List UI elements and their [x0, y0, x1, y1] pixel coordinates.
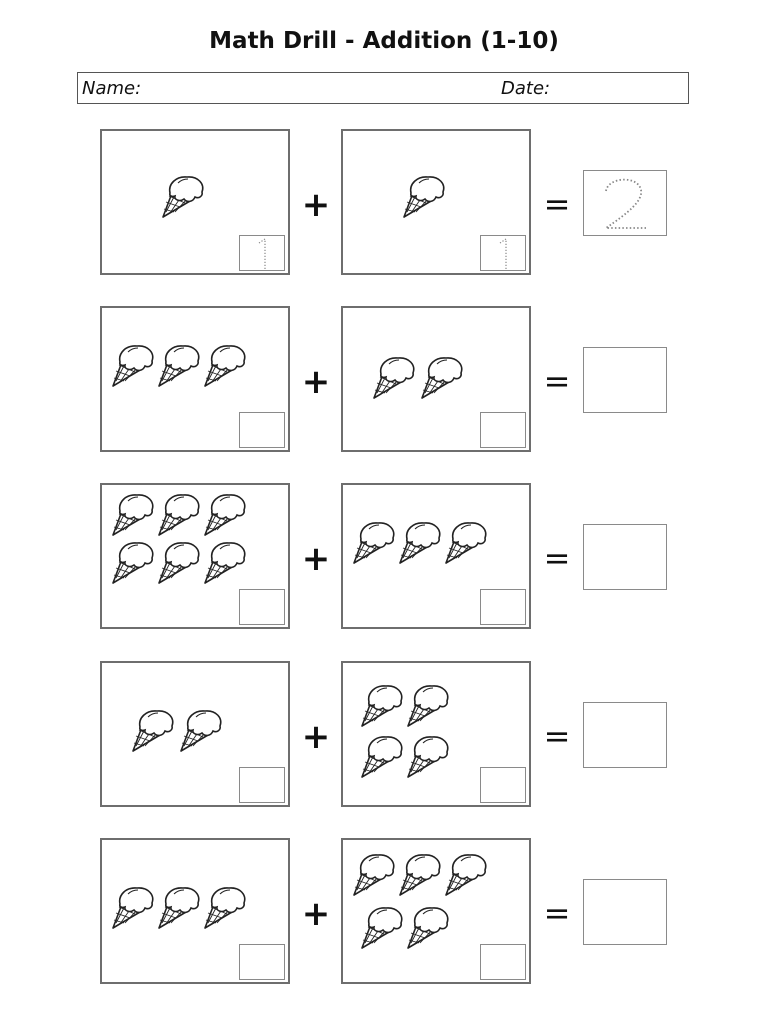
ice-cream-cone-icon	[202, 537, 254, 587]
ice-cream-cone-icon	[202, 882, 254, 932]
count-write-box[interactable]	[239, 412, 285, 448]
count-write-box[interactable]	[480, 944, 526, 980]
ice-cream-cone-icon	[110, 489, 162, 539]
answer-box[interactable]	[583, 702, 667, 768]
right-addend-panel	[341, 661, 531, 807]
answer-box[interactable]	[583, 347, 667, 413]
ice-cream-cone-icon	[351, 517, 403, 567]
plus-sign: +	[301, 185, 331, 225]
plus-sign: +	[301, 539, 331, 579]
ice-cream-cone-icon	[443, 849, 495, 899]
answer-box[interactable]	[583, 524, 667, 590]
ice-cream-cone-icon	[178, 705, 230, 755]
ice-cream-cone-icon	[419, 352, 471, 402]
ice-cream-cone-icon	[371, 352, 423, 402]
ice-cream-cone-icon	[397, 849, 449, 899]
ice-cream-cone-icon	[443, 517, 495, 567]
ice-cream-cone-icon	[351, 849, 403, 899]
ice-cream-cone-icon	[405, 731, 457, 781]
left-addend-panel	[100, 483, 290, 629]
left-addend-panel	[100, 306, 290, 452]
name-date-bar: Name: Date:	[77, 72, 689, 104]
date-label: Date:	[501, 78, 551, 99]
left-addend-panel	[100, 129, 290, 275]
count-write-box[interactable]	[480, 412, 526, 448]
ice-cream-cone-icon	[156, 340, 208, 390]
name-label: Name:	[82, 78, 142, 99]
ice-cream-cone-icon	[397, 517, 449, 567]
plus-sign: +	[301, 717, 331, 757]
ice-cream-cone-icon	[359, 680, 411, 730]
plus-sign: +	[301, 894, 331, 934]
answer-box[interactable]	[583, 879, 667, 945]
ice-cream-cone-icon	[110, 882, 162, 932]
ice-cream-cone-icon	[405, 902, 457, 952]
ice-cream-cone-icon	[401, 171, 453, 221]
equals-sign: =	[543, 717, 571, 755]
right-addend-panel	[341, 129, 531, 275]
tracing-digit-1	[258, 237, 266, 269]
ice-cream-cone-icon	[202, 340, 254, 390]
right-addend-panel	[341, 306, 531, 452]
ice-cream-cone-icon	[156, 537, 208, 587]
equals-sign: =	[543, 894, 571, 932]
count-write-box[interactable]	[239, 235, 285, 271]
left-addend-panel	[100, 838, 290, 984]
ice-cream-cone-icon	[160, 171, 212, 221]
count-write-box[interactable]	[239, 589, 285, 625]
ice-cream-cone-icon	[359, 902, 411, 952]
ice-cream-cone-icon	[130, 705, 182, 755]
ice-cream-cone-icon	[405, 680, 457, 730]
ice-cream-cone-icon	[156, 882, 208, 932]
page-title: Math Drill - Addition (1-10)	[209, 28, 559, 54]
count-write-box[interactable]	[480, 767, 526, 803]
ice-cream-cone-icon	[110, 537, 162, 587]
left-addend-panel	[100, 661, 290, 807]
ice-cream-cone-icon	[110, 340, 162, 390]
equals-sign: =	[543, 362, 571, 400]
count-write-box[interactable]	[480, 235, 526, 271]
equals-sign: =	[543, 185, 571, 223]
right-addend-panel	[341, 838, 531, 984]
ice-cream-cone-icon	[202, 489, 254, 539]
count-write-box[interactable]	[239, 944, 285, 980]
right-addend-panel	[341, 483, 531, 629]
plus-sign: +	[301, 362, 331, 402]
ice-cream-cone-icon	[156, 489, 208, 539]
equals-sign: =	[543, 539, 571, 577]
ice-cream-cone-icon	[359, 731, 411, 781]
tracing-digit-1	[499, 237, 507, 269]
count-write-box[interactable]	[480, 589, 526, 625]
count-write-box[interactable]	[239, 767, 285, 803]
tracing-digit-2	[603, 178, 646, 229]
answer-box[interactable]	[583, 170, 667, 236]
